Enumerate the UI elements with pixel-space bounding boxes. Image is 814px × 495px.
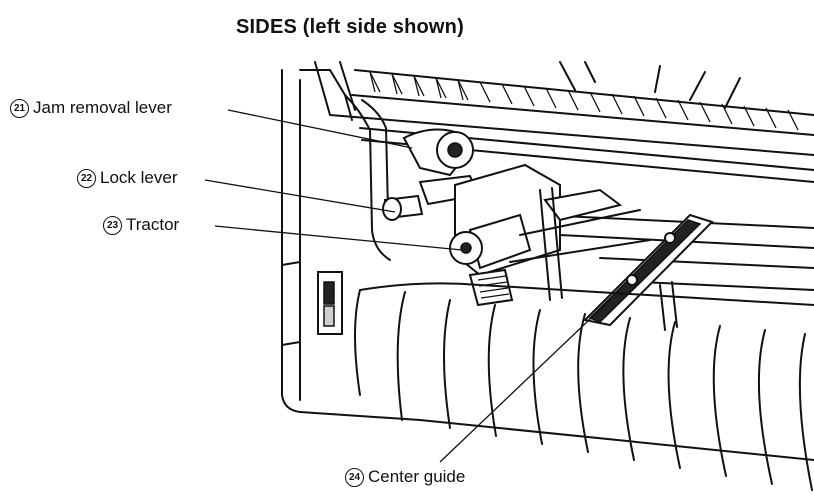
callout-label: Tractor	[126, 215, 180, 234]
front-paper-guide	[354, 282, 814, 491]
callout-label: Center guide	[368, 467, 466, 486]
callout-number: 24	[345, 468, 364, 487]
callout-number: 23	[103, 216, 122, 235]
tractor	[449, 163, 651, 307]
top-cover	[314, 61, 814, 156]
callout-number: 22	[77, 169, 96, 188]
callout-label: Lock lever	[100, 168, 178, 187]
side-switch	[317, 271, 343, 335]
printer-body	[281, 69, 421, 421]
callout-label: Jam removal lever	[33, 98, 172, 117]
callout-number: 21	[10, 99, 29, 118]
leader-lines	[204, 109, 611, 463]
diagram-title: SIDES (left side shown)	[236, 16, 464, 38]
jam-removal-lever	[344, 94, 474, 261]
center-guide	[582, 213, 714, 331]
